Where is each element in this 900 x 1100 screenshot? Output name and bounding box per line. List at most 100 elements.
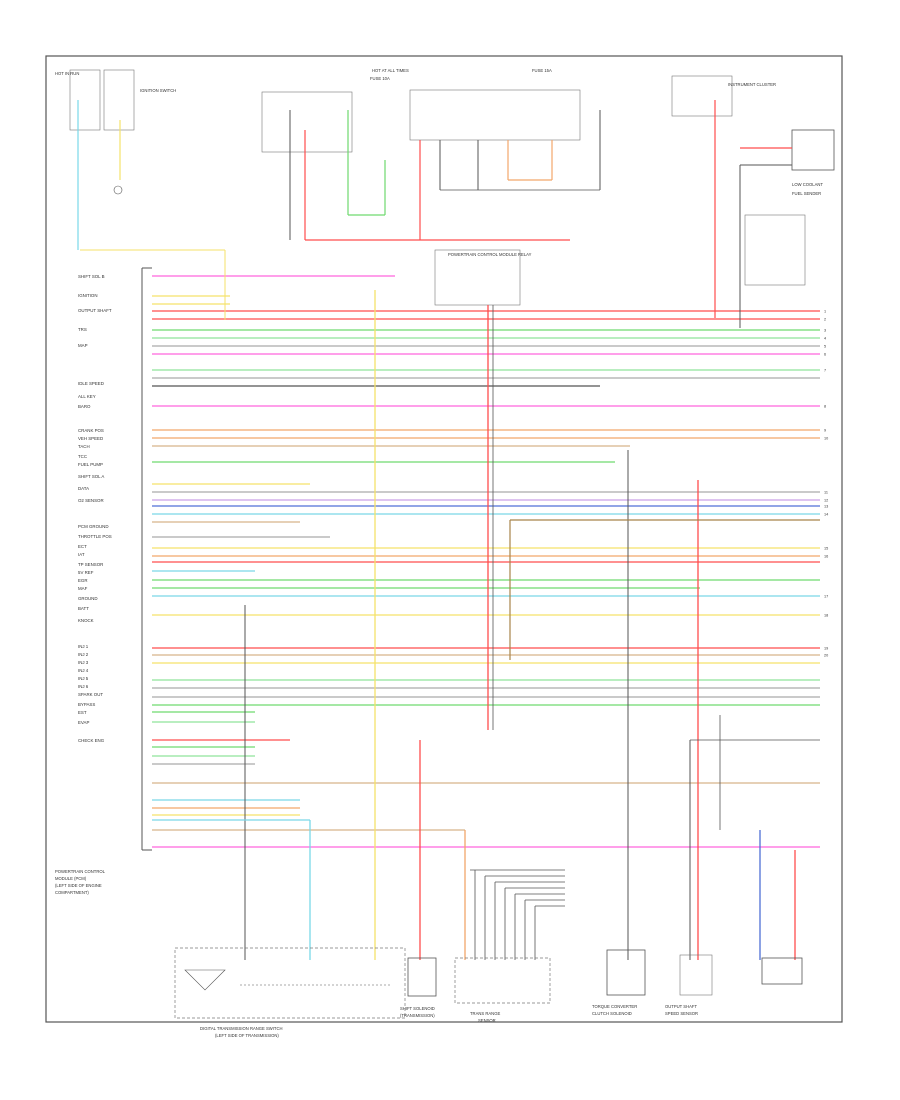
right-pin-number: 13 (824, 505, 828, 509)
pcm-pin-label: SPARK OUT (78, 692, 103, 697)
pcm-caption-line-2: MODULE (PCM) (55, 876, 87, 881)
oss-caption-2: SPEED SENSOR (665, 1011, 698, 1016)
tcc-caption-1: TORQUE CONVERTER (592, 1004, 637, 1009)
pcm-pin-label: THROTTLE POS (78, 534, 112, 539)
bottom-captions: DIGITAL TRANSMISSION RANGE SWITCH (LEFT … (200, 1004, 698, 1038)
right-pin-number: 18 (824, 614, 828, 618)
pcm-caption-line-1: POWERTRAIN CONTROL (55, 869, 106, 874)
top-power-section (69, 69, 835, 730)
output-shaft-sensor-box (679, 954, 713, 996)
pcm-pin-label: VEH SPEED (78, 436, 103, 441)
bottom-components (174, 947, 803, 1019)
trans-range-switch-caption: DIGITAL TRANSMISSION RANGE SWITCH (200, 1026, 283, 1031)
vertical-wires (152, 290, 820, 960)
right-pin-number: 7 (824, 369, 826, 373)
pcm-pin-label: INJ 6 (78, 684, 89, 689)
right-pin-number: 11 (824, 491, 828, 495)
pcm-pin-labels: SHIFT SOL B IGNITION OUTPUT SHAFT TRS MAP IDL… (78, 274, 112, 743)
pcm-pin-label: IAT (78, 552, 85, 557)
shift-solenoid-location: (TRANSMISSION) (400, 1013, 435, 1018)
shift-solenoid-caption: SHIFT SOLENOID (400, 1006, 435, 1011)
right-pin-number: 4 (824, 337, 826, 341)
pcm-pin-label: DATA (78, 486, 89, 491)
right-pin-number: 2 (824, 318, 826, 322)
hot-in-run-label: HOT IN RUN (55, 71, 79, 76)
pcm-caption: POWERTRAIN CONTROL MODULE (PCM) (LEFT SI… (55, 869, 106, 895)
speed-sensor-box (761, 957, 803, 985)
pcm-pin-label: PCM GROUND (78, 524, 109, 529)
right-pin-number: 17 (824, 595, 828, 599)
trs-caption-2: SENSOR (478, 1018, 496, 1023)
right-pin-number: 20 (824, 654, 828, 658)
pcm-pin-label: EGR (78, 578, 88, 583)
pcm-pin-label: INJ 5 (78, 676, 89, 681)
ignition-relay-area (261, 89, 600, 730)
right-pin-number: 19 (824, 647, 828, 651)
pcm-pin-label: INJ 1 (78, 644, 89, 649)
fuse-15a-label: FUSE 15A (532, 68, 552, 73)
trans-range-switch-location: (LEFT SIDE OF TRANSMISSION) (215, 1033, 279, 1038)
pcm-pin-label: SHIFT SOL B (78, 274, 105, 279)
pcm-pin-label: KNOCK (78, 618, 94, 623)
right-pin-number: 9 (824, 429, 826, 433)
pcm-relay-label: POWERTRAIN CONTROL MODULE RELAY (448, 252, 532, 257)
right-pin-number: 14 (824, 513, 828, 517)
oss-caption-1: OUTPUT SHAFT (665, 1004, 697, 1009)
fuel-sender-label: FUEL SENDER (792, 191, 821, 196)
right-pin-number: 12 (824, 499, 828, 503)
right-pin-number: 6 (824, 353, 826, 357)
pcm-pin-label: TRS (78, 327, 87, 332)
pcm-pin-label: IDLE SPEED (78, 381, 104, 386)
pcm-pin-label: INJ 4 (78, 668, 89, 673)
pcm-pin-label: BATT (78, 606, 89, 611)
pcm-pin-label: BARO (78, 404, 91, 409)
tcc-solenoid-box (606, 949, 646, 996)
trans-range-switch-box (174, 947, 406, 1019)
pcm-pin-label: SHIFT SOL A (78, 474, 104, 479)
fuse-10a-label: FUSE 10A (370, 76, 390, 81)
pcm-pin-label: MAP (78, 343, 88, 348)
pcm-pin-label: 5V REF (78, 570, 94, 575)
trs-caption-1: TRANS RANGE (470, 1011, 500, 1016)
right-pin-number: 8 (824, 405, 826, 409)
pcm-pin-label: EST (78, 710, 87, 715)
pcm-pin-label: FUEL PUMP (78, 462, 103, 467)
right-pin-number: 5 (824, 345, 826, 349)
pcm-pin-label: O2 SENSOR (78, 498, 104, 503)
pcm-pin-label: BYPASS (78, 702, 95, 707)
pcm-pin-label: INJ 3 (78, 660, 89, 665)
hot-at-all-times-label: HOT AT ALL TIMES (372, 68, 409, 73)
pcm-pin-label: INJ 2 (78, 652, 89, 657)
pcm-pin-label: TP SENSOR (78, 562, 103, 567)
pcm-pin-label: IGNITION (78, 293, 98, 298)
pcm-pin-label: TACH (78, 444, 90, 449)
left-fuse-block (69, 69, 226, 320)
pcm-pin-label: EVAP (78, 720, 89, 725)
pcm-caption-line-4: COMPARTMENT) (55, 890, 89, 895)
pcm-pin-label: CHECK ENG (78, 738, 105, 743)
pcm-caption-line-3: (LEFT SIDE OF ENGINE (55, 883, 102, 888)
ignition-switch-label: IGNITION SWITCH (140, 88, 176, 93)
tcc-caption-2: CLUTCH SOLENOID (592, 1011, 632, 1016)
pcm-pin-label: OUTPUT SHAFT (78, 308, 112, 313)
right-pin-number: 10 (824, 437, 828, 441)
right-pin-number: 15 (824, 547, 828, 551)
pcm-pin-label: TCC (78, 454, 87, 459)
right-pin-number: 3 (824, 329, 826, 333)
right-pin-number: 16 (824, 555, 828, 559)
pcm-pin-label: CRANK POS (78, 428, 104, 433)
pcm-pin-label: ECT (78, 544, 87, 549)
right-pin-number: 1 (824, 310, 826, 314)
wire-group (152, 275, 820, 848)
trans-range-sensor-box (454, 957, 551, 1004)
low-coolant-label: LOW COOLANT (792, 182, 823, 187)
fuel-sender-area (599, 75, 835, 328)
pcm-pin-label: MAF (78, 586, 88, 591)
diagram-border (45, 55, 843, 1023)
shift-solenoid-box (407, 957, 437, 997)
pcm-pin-label: GROUND (78, 596, 98, 601)
pcm-module (141, 267, 152, 851)
pcm-pin-label: ALL KEY (78, 394, 96, 399)
